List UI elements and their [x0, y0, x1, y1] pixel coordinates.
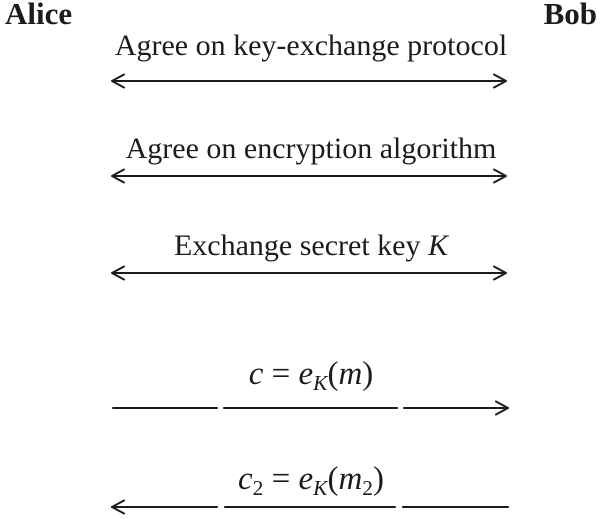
label-part: ) — [373, 461, 385, 497]
arrowhead-right-icon — [495, 400, 509, 416]
arrowhead-left-icon — [111, 265, 125, 281]
bidirectional-arrow-icon — [111, 73, 507, 89]
bidirectional-arrow-icon — [111, 265, 507, 281]
arrowhead-right-icon — [493, 73, 507, 89]
arrowhead-left-icon — [111, 73, 125, 89]
label-part: K — [428, 229, 449, 262]
message-arrow-right-icon — [112, 400, 509, 416]
label-part: 2 — [362, 476, 374, 500]
step-label-key-exchange-protocol: Agree on key-exchange protocol — [115, 28, 507, 64]
label-part: = — [263, 356, 299, 392]
label-part: = — [263, 461, 299, 497]
message-arrow-left-icon — [111, 499, 509, 515]
arrowhead-left-icon — [111, 499, 125, 515]
actor-bob: Bob — [543, 0, 597, 31]
label-part: c — [248, 356, 264, 392]
arrowhead-left-icon — [111, 168, 125, 184]
label-part: e — [298, 461, 314, 497]
label-part: 2 — [252, 476, 264, 500]
label-part: m — [338, 461, 363, 497]
label-part: m — [338, 356, 363, 392]
label-part: Agree on key-exchange protocol — [114, 29, 508, 62]
label-part: K — [313, 371, 328, 395]
step-label-encryption-algorithm: Agree on encryption algorithm — [126, 131, 497, 167]
message-label-ciphertext-2: c2 = eK(m2) — [238, 459, 384, 508]
arrowhead-right-icon — [493, 168, 507, 184]
label-part: ( — [327, 461, 339, 497]
arrowhead-right-icon — [493, 265, 507, 281]
message-label-ciphertext: c = eK(m) — [249, 354, 374, 403]
step-label-exchange-secret-key: Exchange secret key K — [174, 228, 448, 264]
label-part: e — [298, 356, 314, 392]
label-part: Exchange secret key — [173, 229, 429, 262]
bidirectional-arrow-icon — [111, 168, 507, 184]
label-part: c — [237, 461, 253, 497]
actor-alice: Alice — [5, 0, 73, 31]
label-part: ) — [362, 356, 374, 392]
label-part: ( — [327, 356, 339, 392]
label-part: Agree on encryption algorithm — [125, 132, 497, 165]
label-part: K — [313, 476, 328, 500]
